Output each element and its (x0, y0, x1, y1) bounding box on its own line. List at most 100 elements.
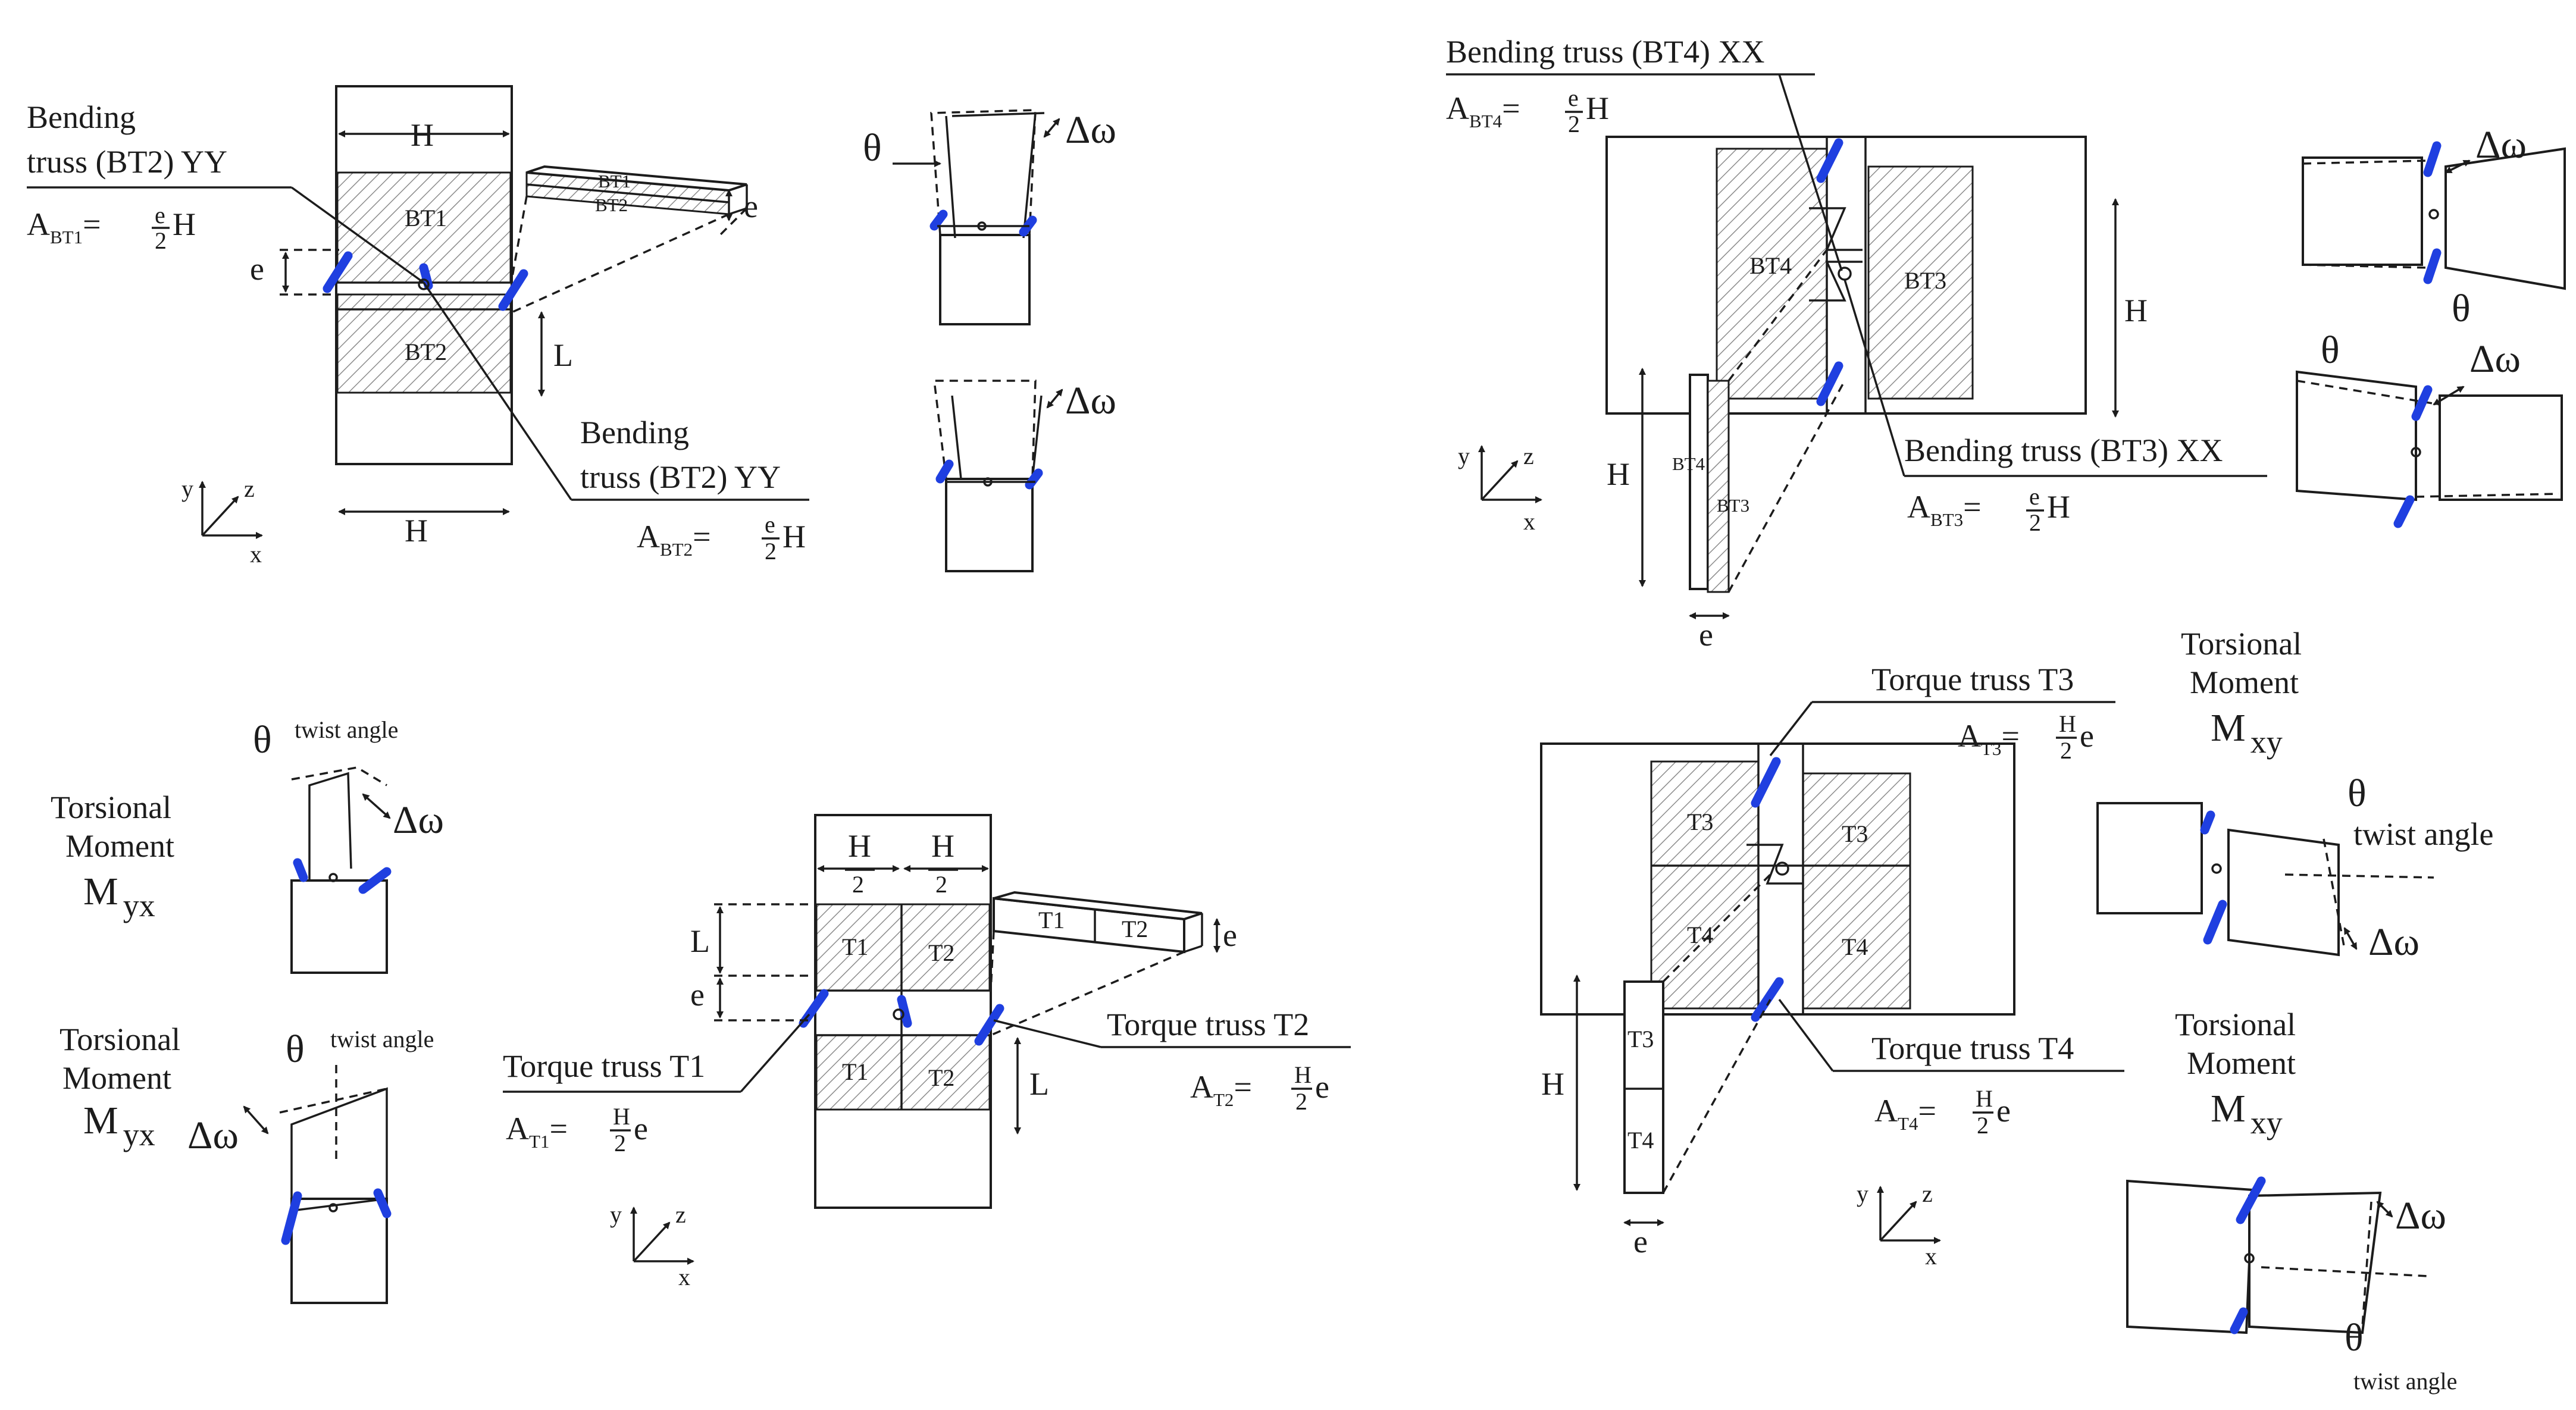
area-bt1: ABT1= (27, 206, 101, 247)
panel-bt4-label: BT4 (1749, 252, 1792, 279)
dim-e-left-yx: e (690, 977, 705, 1013)
panel-bt3-label: BT3 (1904, 267, 1946, 294)
theta-yx-1: θ (253, 718, 272, 762)
area-t1-den: 2 (614, 1130, 626, 1157)
dim-h2-left-num: H (848, 828, 871, 864)
panel-t2-bot-label: T2 (928, 1064, 954, 1091)
moment-xy-1: Moment (2190, 665, 2299, 700)
torsion-xy-group: T3 T3 T4 T4 T3 T4 H e Torque truss T3 AT… (1540, 626, 2493, 1395)
panel-t2-top-label: T2 (928, 939, 954, 966)
area-bt2-num: e (765, 511, 775, 538)
label-t3: Torque truss T3 (1871, 662, 2074, 697)
bending-yy-group: BT1 BT2 H H e L BT1 BT2 e Ben (27, 85, 1116, 572)
dim-h2-right-den: 2 (935, 871, 947, 898)
moment-yx-1: Moment (65, 828, 174, 864)
axis-y-yx: y (610, 1201, 622, 1228)
dim-e-xy: e (1633, 1224, 1648, 1259)
torsional-xy-2: Torsional (2175, 1007, 2296, 1042)
panel-bt1-label: BT1 (405, 205, 447, 231)
panel-t3-right-label: T3 (1842, 820, 1868, 847)
delta-omega-yx-2: Δω (187, 1114, 239, 1157)
dim-h-xy: H (1541, 1066, 1564, 1102)
area-t3-tail: e (2080, 718, 2094, 754)
strip-bt1-label: BT1 (598, 171, 631, 192)
torsional-yx-1: Torsional (51, 789, 171, 825)
torsion-t3-right (1802, 772, 1911, 867)
area-bt1-den: 2 (155, 227, 167, 254)
torsional-xy-1: Torsional (2181, 626, 2302, 662)
axis-x-xy: x (1925, 1243, 1937, 1270)
torsion-t1-top (815, 903, 903, 992)
axis-z-xx: z (1523, 443, 1534, 469)
axis-z-xy: z (1922, 1180, 1933, 1207)
area-t1: AT1= (506, 1111, 568, 1152)
delta-omega-small-1: Δω (1065, 108, 1116, 152)
delta-omega-xy-2: Δω (2395, 1194, 2446, 1237)
area-t3-den: 2 (2060, 737, 2072, 764)
torsion-t4-left (1650, 864, 1760, 1010)
area-t4: AT4= (1874, 1093, 1936, 1134)
theta-xx-1: θ (2452, 287, 2471, 330)
delta-omega-xy-1: Δω (2368, 920, 2420, 964)
label-t4: Torque truss T4 (1871, 1030, 2074, 1066)
strip-bt2-label: BT2 (595, 195, 628, 215)
moment-xy-2: Moment (2187, 1045, 2296, 1081)
truss-bar-right (498, 269, 528, 311)
axis-x-yx: x (678, 1264, 690, 1290)
panel-t4-right-label: T4 (1842, 933, 1868, 960)
dim-l-top: L (690, 923, 710, 959)
strip-t4-label: T4 (1627, 1127, 1654, 1154)
area-bt4-num: e (1568, 84, 1579, 111)
area-bt3-den: 2 (2029, 509, 2041, 536)
delta-omega-xx-2: Δω (2469, 337, 2521, 381)
twist-angle-xy-1: twist angle (2353, 816, 2493, 852)
dim-e-xx: e (1699, 617, 1713, 653)
twist-angle-yx-2: twist angle (330, 1026, 434, 1052)
torsion-t1-bot (815, 1034, 903, 1111)
torsion-t4-right (1802, 864, 1911, 1010)
label-t1: Torque truss T1 (503, 1048, 705, 1084)
twist-angle-xy-2: twist angle (2353, 1368, 2457, 1395)
dim-e-left: e (250, 251, 264, 287)
panel-bt2-label: BT2 (405, 339, 447, 365)
axis-x: x (250, 541, 262, 568)
area-t4-den: 2 (1977, 1112, 1989, 1139)
bending-yy-bt2-region (336, 293, 512, 394)
delta-omega-yx-1: Δω (393, 798, 444, 842)
area-t4-tail: e (1996, 1093, 2011, 1129)
moment-yx-2: Moment (62, 1060, 171, 1096)
axis-z: z (244, 475, 255, 502)
area-bt1-tail: H (173, 206, 196, 242)
area-t3: AT3= (1958, 718, 2020, 759)
area-bt2-tail: H (782, 519, 806, 554)
torsional-yx-2: Torsional (60, 1022, 180, 1057)
dim-e-strip-yx: e (1223, 917, 1237, 953)
axis-x-xx: x (1523, 508, 1535, 535)
axis-y-xy: y (1857, 1180, 1868, 1207)
area-bt2-den: 2 (765, 538, 777, 565)
label-bt2-bottom-line2: truss (BT2) YY (580, 459, 781, 495)
panel-t4-left-label: T4 (1687, 922, 1713, 948)
area-t2-den: 2 (1295, 1088, 1307, 1115)
twist-angle-yx-1: twist angle (295, 716, 398, 743)
area-bt3: ABT3= (1907, 489, 1982, 530)
area-t2: AT2= (1190, 1069, 1252, 1110)
strip-t1-label: T1 (1038, 907, 1065, 933)
area-t1-tail: e (634, 1111, 648, 1146)
area-bt3-num: e (2029, 483, 2040, 510)
area-bt4: ABT4= (1446, 90, 1520, 131)
theta-small: θ (863, 126, 882, 170)
strip-t2-label: T2 (1122, 916, 1148, 942)
label-bt2-top-line1: Bending (27, 99, 136, 135)
area-t4-num: H (1976, 1085, 1993, 1112)
delta-omega-small-2: Δω (1065, 379, 1116, 422)
area-t2-tail: e (1315, 1069, 1329, 1105)
area-bt4-tail: H (1586, 90, 1609, 126)
label-bt2-top-line2: truss (BT2) YY (27, 144, 227, 180)
theta-xy-1: θ (2347, 772, 2367, 815)
delta-omega-xx-1: Δω (2475, 123, 2527, 167)
area-t1-num: H (613, 1103, 630, 1130)
